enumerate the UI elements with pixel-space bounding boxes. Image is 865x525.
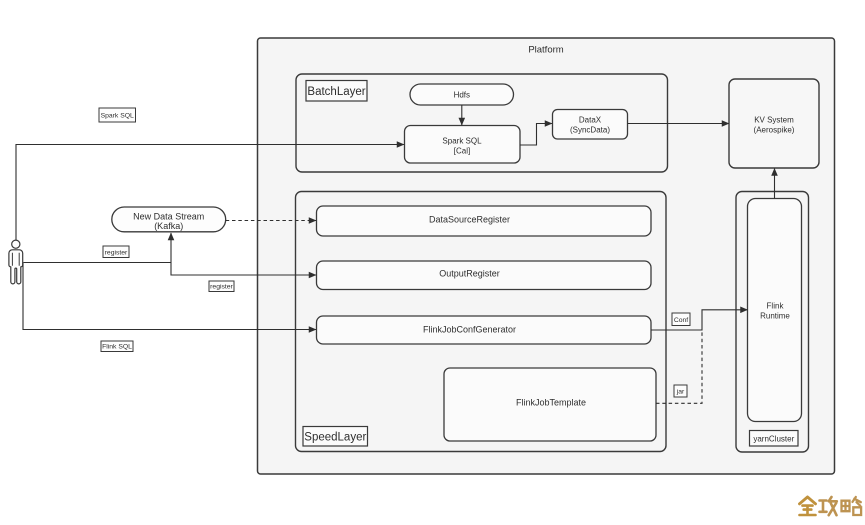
svg-text:jar: jar <box>676 389 685 396</box>
svg-text:Spark SQL: Spark SQL <box>442 137 482 146</box>
svg-text:New Data Stream: New Data Stream <box>133 212 204 222</box>
svg-text:Platform: Platform <box>528 44 563 55</box>
svg-text:DataSourceRegister: DataSourceRegister <box>429 215 510 225</box>
svg-text:register: register <box>105 249 128 256</box>
svg-text:Spark SQL: Spark SQL <box>101 113 134 120</box>
svg-text:Flink SQL: Flink SQL <box>102 344 132 351</box>
svg-text:SpeedLayer: SpeedLayer <box>304 432 366 444</box>
svg-text:(Kafka): (Kafka) <box>154 221 183 231</box>
svg-text:FlinkJobConfGenerator: FlinkJobConfGenerator <box>423 325 516 335</box>
svg-text:[Cal]: [Cal] <box>454 147 470 156</box>
svg-text:KV System: KV System <box>754 116 794 125</box>
svg-text:(Aerospike): (Aerospike) <box>754 126 795 135</box>
svg-text:Flink: Flink <box>767 302 785 311</box>
svg-text:register: register <box>210 284 233 291</box>
svg-text:DataX: DataX <box>579 116 602 125</box>
svg-text:OutputRegister: OutputRegister <box>439 269 500 279</box>
svg-text:Conf: Conf <box>674 317 688 324</box>
svg-text:Runtime: Runtime <box>760 312 790 321</box>
svg-text:(SyncData): (SyncData) <box>570 126 610 135</box>
svg-text:BatchLayer: BatchLayer <box>307 86 365 98</box>
svg-text:yarnCluster: yarnCluster <box>753 435 794 444</box>
svg-text:FlinkJobTemplate: FlinkJobTemplate <box>516 398 586 408</box>
svg-text:Hdfs: Hdfs <box>454 90 470 99</box>
